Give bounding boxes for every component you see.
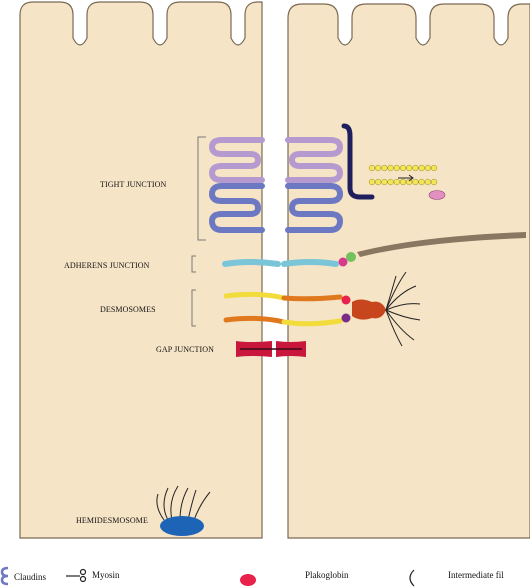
actin-bead: [375, 179, 381, 185]
actin-bead: [431, 165, 437, 171]
adherens-junction-label: ADHERENS JUNCTION: [64, 261, 150, 270]
cadherin-left: [225, 262, 278, 264]
cadherin-right: [284, 262, 336, 264]
actin-bead: [413, 165, 419, 171]
plakoglobin-upper: [342, 296, 351, 305]
intermediate-filament-legend-icon: [410, 570, 414, 586]
actin-filament-beads-lower: [369, 179, 437, 185]
desmocollin-upper-right: [284, 297, 340, 299]
legend: Claudins Myosin Plakoglobin Intermediate…: [2, 568, 504, 586]
claudins-legend-icon: [2, 568, 8, 584]
actin-bead: [369, 165, 375, 171]
actin-bead: [375, 165, 381, 171]
catenin-green: [346, 252, 356, 262]
actin-bead: [400, 165, 406, 171]
actin-bead: [382, 165, 388, 171]
left-cell: [20, 2, 262, 538]
actin-bead: [406, 179, 412, 185]
legend-intermediate-filaments: Intermediate fil: [448, 570, 504, 580]
myosin-head: [429, 191, 445, 200]
gap-junction-label: GAP JUNCTION: [156, 345, 214, 354]
actin-filament-beads-upper: [369, 165, 437, 171]
legend-claudins: Claudins: [14, 572, 46, 582]
actin-bead: [394, 179, 400, 185]
actin-bead: [382, 179, 388, 185]
hemidesmosome-plaque: [160, 516, 204, 536]
actin-bead: [419, 179, 425, 185]
actin-bead: [406, 165, 412, 171]
right-cell: [288, 4, 530, 538]
actin-bead: [369, 179, 375, 185]
actin-bead: [431, 179, 437, 185]
plakoglobin-legend-icon: [240, 574, 256, 586]
desmosomes-label: DESMOSOMES: [100, 305, 156, 314]
legend-plakoglobin: Plakoglobin: [305, 570, 349, 580]
actin-bead: [400, 179, 406, 185]
actin-bead: [419, 165, 425, 171]
actin-bead: [413, 179, 419, 185]
actin-bead: [394, 165, 400, 171]
actin-bead: [425, 165, 431, 171]
actin-bead: [388, 179, 394, 185]
legend-myosin: Myosin: [92, 570, 120, 580]
actin-bead: [425, 179, 431, 185]
plakophilin-lower: [342, 314, 351, 323]
myosin-legend-icon: [66, 570, 86, 582]
actin-bead: [388, 165, 394, 171]
catenin-pink: [339, 258, 348, 267]
desmoglein-lower-right: [284, 321, 340, 324]
tight-junction-label: TIGHT JUNCTION: [100, 180, 166, 189]
hemidesmosome-label: HEMIDESMOSOME: [76, 516, 148, 525]
